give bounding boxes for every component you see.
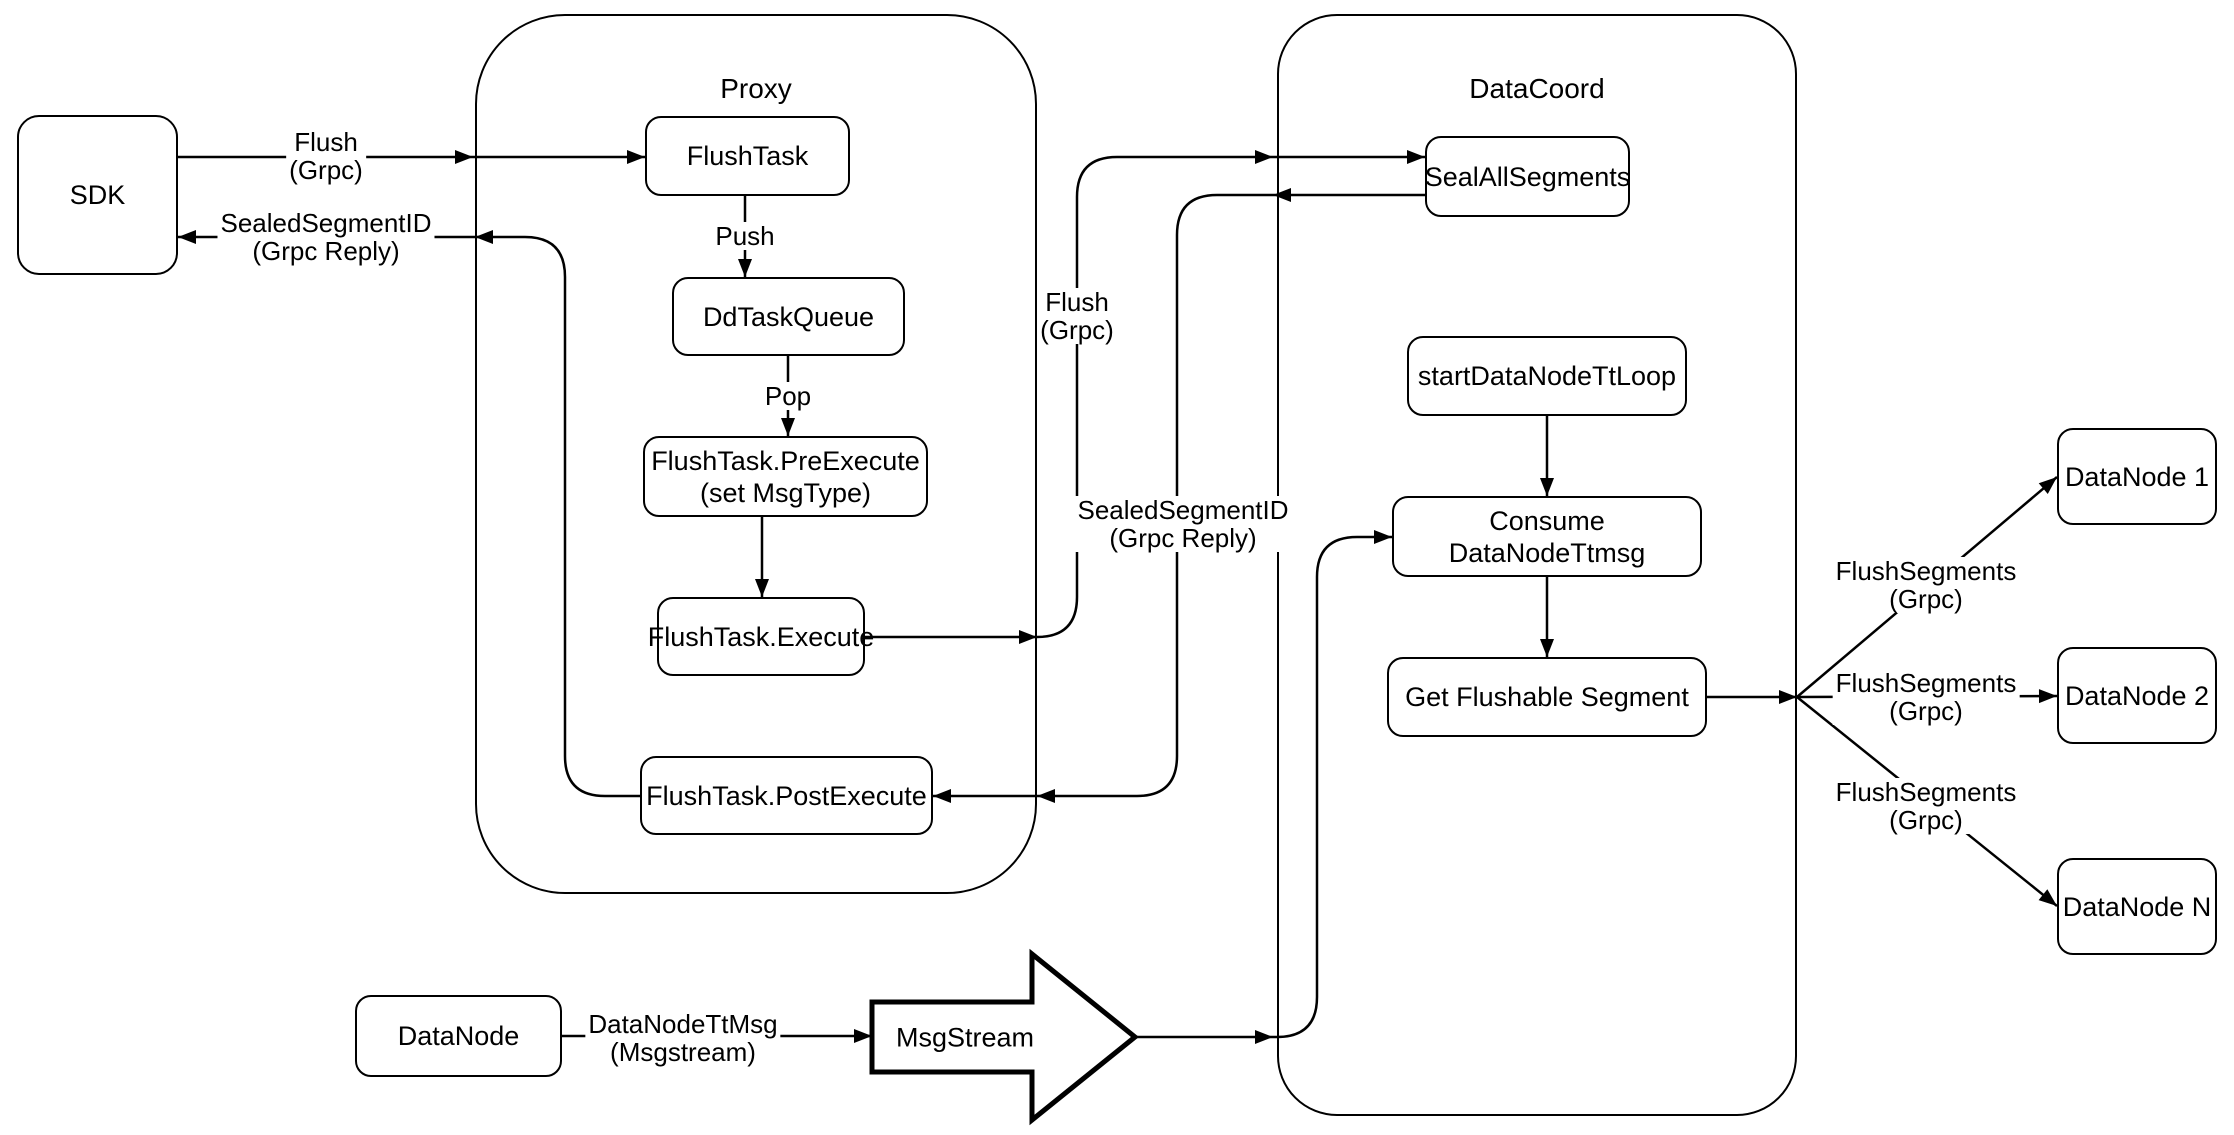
edge-label-datanodettmsg-line2: (Msgstream) xyxy=(610,1037,756,1067)
edge-label-flushsegments-1-line1: FlushSegments xyxy=(1835,556,2017,586)
node-preexecute-label-line2: (set MsgType) xyxy=(699,477,872,508)
node-datanode-2-label: DataNode 2 xyxy=(2064,680,2210,711)
node-postexecute: FlushTask.PostExecute xyxy=(640,756,933,835)
edge-label-pop-line1: Pop xyxy=(764,381,812,411)
edge-label-flushsegments-1: FlushSegments (Grpc) xyxy=(1832,556,2020,614)
edge-label-sealed-mid: SealedSegmentID (Grpc Reply) xyxy=(1074,495,1292,553)
edge-sealed-down-to-proxy-edge xyxy=(1037,193,1273,803)
proxy-title: Proxy xyxy=(720,73,792,104)
edge-label-flush-sdk: Flush (Grpc) xyxy=(286,128,366,184)
proxy-container: Proxy xyxy=(475,14,1037,894)
node-postexecute-label: FlushTask.PostExecute xyxy=(646,780,927,811)
node-sealallsegments-label: SealAllSegments xyxy=(1424,161,1631,192)
node-preexecute: FlushTask.PreExecute (set MsgType) xyxy=(643,436,928,517)
node-execute: FlushTask.Execute xyxy=(648,597,874,676)
edge-label-flush-sdk-line2: (Grpc) xyxy=(289,155,363,185)
node-execute-label: FlushTask.Execute xyxy=(647,621,875,652)
node-datanode: DataNode xyxy=(355,995,562,1077)
node-datanode-n-label: DataNode N xyxy=(2062,891,2212,922)
node-preexecute-label-line1: FlushTask.PreExecute xyxy=(651,445,920,476)
node-datanode-label: DataNode xyxy=(397,1021,520,1051)
edge-label-flushsegments-3-line2: (Grpc) xyxy=(1889,805,1963,835)
node-ddtaskqueue: DdTaskQueue xyxy=(672,277,905,356)
edge-label-flushsegments-2-line1: FlushSegments xyxy=(1835,668,2017,698)
edge-label-flush-mid: Flush (Grpc) xyxy=(1037,288,1117,344)
node-flushtask-label: FlushTask xyxy=(686,141,809,171)
node-consumedatanodettmsg: Consume DataNodeTtmsg xyxy=(1392,496,1702,577)
edge-label-sealed-mid-line2: (Grpc Reply) xyxy=(1109,523,1257,553)
edge-label-sealed-sdk: SealedSegmentID (Grpc Reply) xyxy=(217,208,435,266)
datacoord-container: DataCoord xyxy=(1277,14,1797,1116)
node-consumedatanodettmsg-label: Consume DataNodeTtmsg xyxy=(1448,505,1646,568)
msgstream-label: MsgStream xyxy=(895,1022,1035,1053)
node-ddtaskqueue-label: DdTaskQueue xyxy=(702,301,875,332)
edge-flush-up-to-datacoord-edge xyxy=(1036,150,1273,639)
edge-label-datanodettmsg-line1: DataNodeTtMsg xyxy=(588,1009,778,1039)
edge-label-sealed-sdk-line1: SealedSegmentID xyxy=(220,208,432,238)
node-sdk: SDK xyxy=(17,115,178,275)
node-datanode-2: DataNode 2 xyxy=(2057,647,2217,744)
edge-label-sealed-mid-line1: SealedSegmentID xyxy=(1077,495,1289,525)
node-getflushablesegment-label: Get Flushable Segment xyxy=(1405,682,1689,712)
edge-label-push-line1: Push xyxy=(715,221,775,251)
edge-label-flush-mid-line1: Flush xyxy=(1045,287,1109,317)
node-sdk-label: SDK xyxy=(69,180,126,210)
edge-label-push: Push xyxy=(712,221,778,251)
edge-label-flush-mid-line2: (Grpc) xyxy=(1040,315,1114,345)
edge-label-sealed-sdk-line2: (Grpc Reply) xyxy=(252,236,400,266)
edge-label-flush-sdk-line1: Flush xyxy=(294,127,358,157)
edge-msgstream-to-consume xyxy=(1273,530,1392,1039)
edge-label-flushsegments-2: FlushSegments (Grpc) xyxy=(1832,668,2020,726)
datacoord-title: DataCoord xyxy=(1469,73,1605,104)
edge-label-flushsegments-2-line2: (Grpc) xyxy=(1889,696,1963,726)
node-startdatanodettloop-label: startDataNodeTtLoop xyxy=(1417,361,1677,391)
edge-label-flushsegments-3-line1: FlushSegments xyxy=(1835,777,2017,807)
edge-label-flushsegments-1-line2: (Grpc) xyxy=(1889,584,1963,614)
node-getflushablesegment: Get Flushable Segment xyxy=(1387,657,1707,737)
node-sealallsegments: SealAllSegments xyxy=(1425,136,1630,217)
msgstream-arrow-shape xyxy=(869,948,1139,1126)
edge-label-datanodettmsg: DataNodeTtMsg (Msgstream) xyxy=(585,1009,781,1067)
edge-label-pop: Pop xyxy=(761,381,815,411)
edge-label-flushsegments-3: FlushSegments (Grpc) xyxy=(1832,777,2020,835)
node-startdatanodettloop: startDataNodeTtLoop xyxy=(1407,336,1687,416)
node-datanode-1-label: DataNode 1 xyxy=(2064,461,2210,492)
node-flushtask: FlushTask xyxy=(645,116,850,196)
node-datanode-1: DataNode 1 xyxy=(2057,428,2217,525)
edge-postexecute-to-proxy-edge xyxy=(475,230,640,798)
node-datanode-n: DataNode N xyxy=(2057,858,2217,955)
